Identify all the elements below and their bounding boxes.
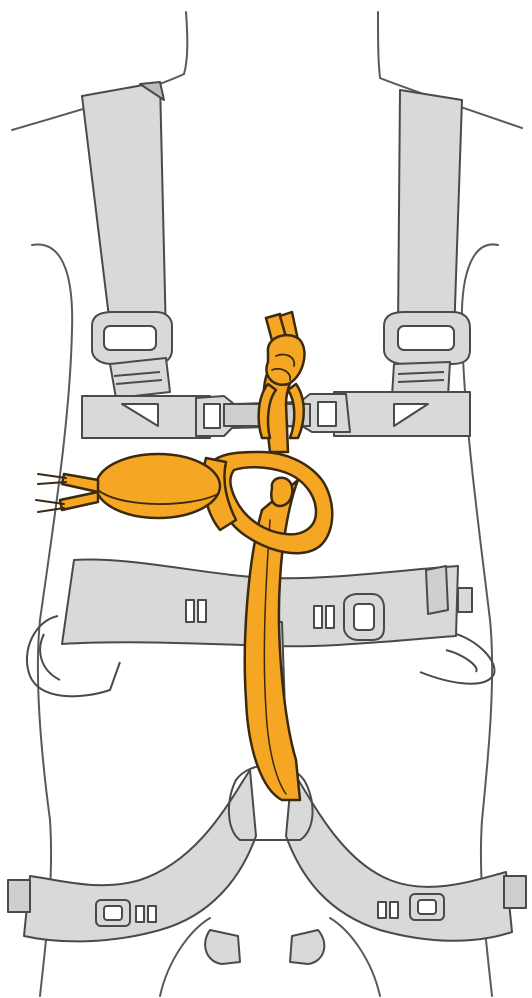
orange-pad [36,454,220,518]
shoulder-strap-right [384,90,470,396]
leg-loop-left [8,770,256,964]
shoulder-strap-left [82,82,172,398]
